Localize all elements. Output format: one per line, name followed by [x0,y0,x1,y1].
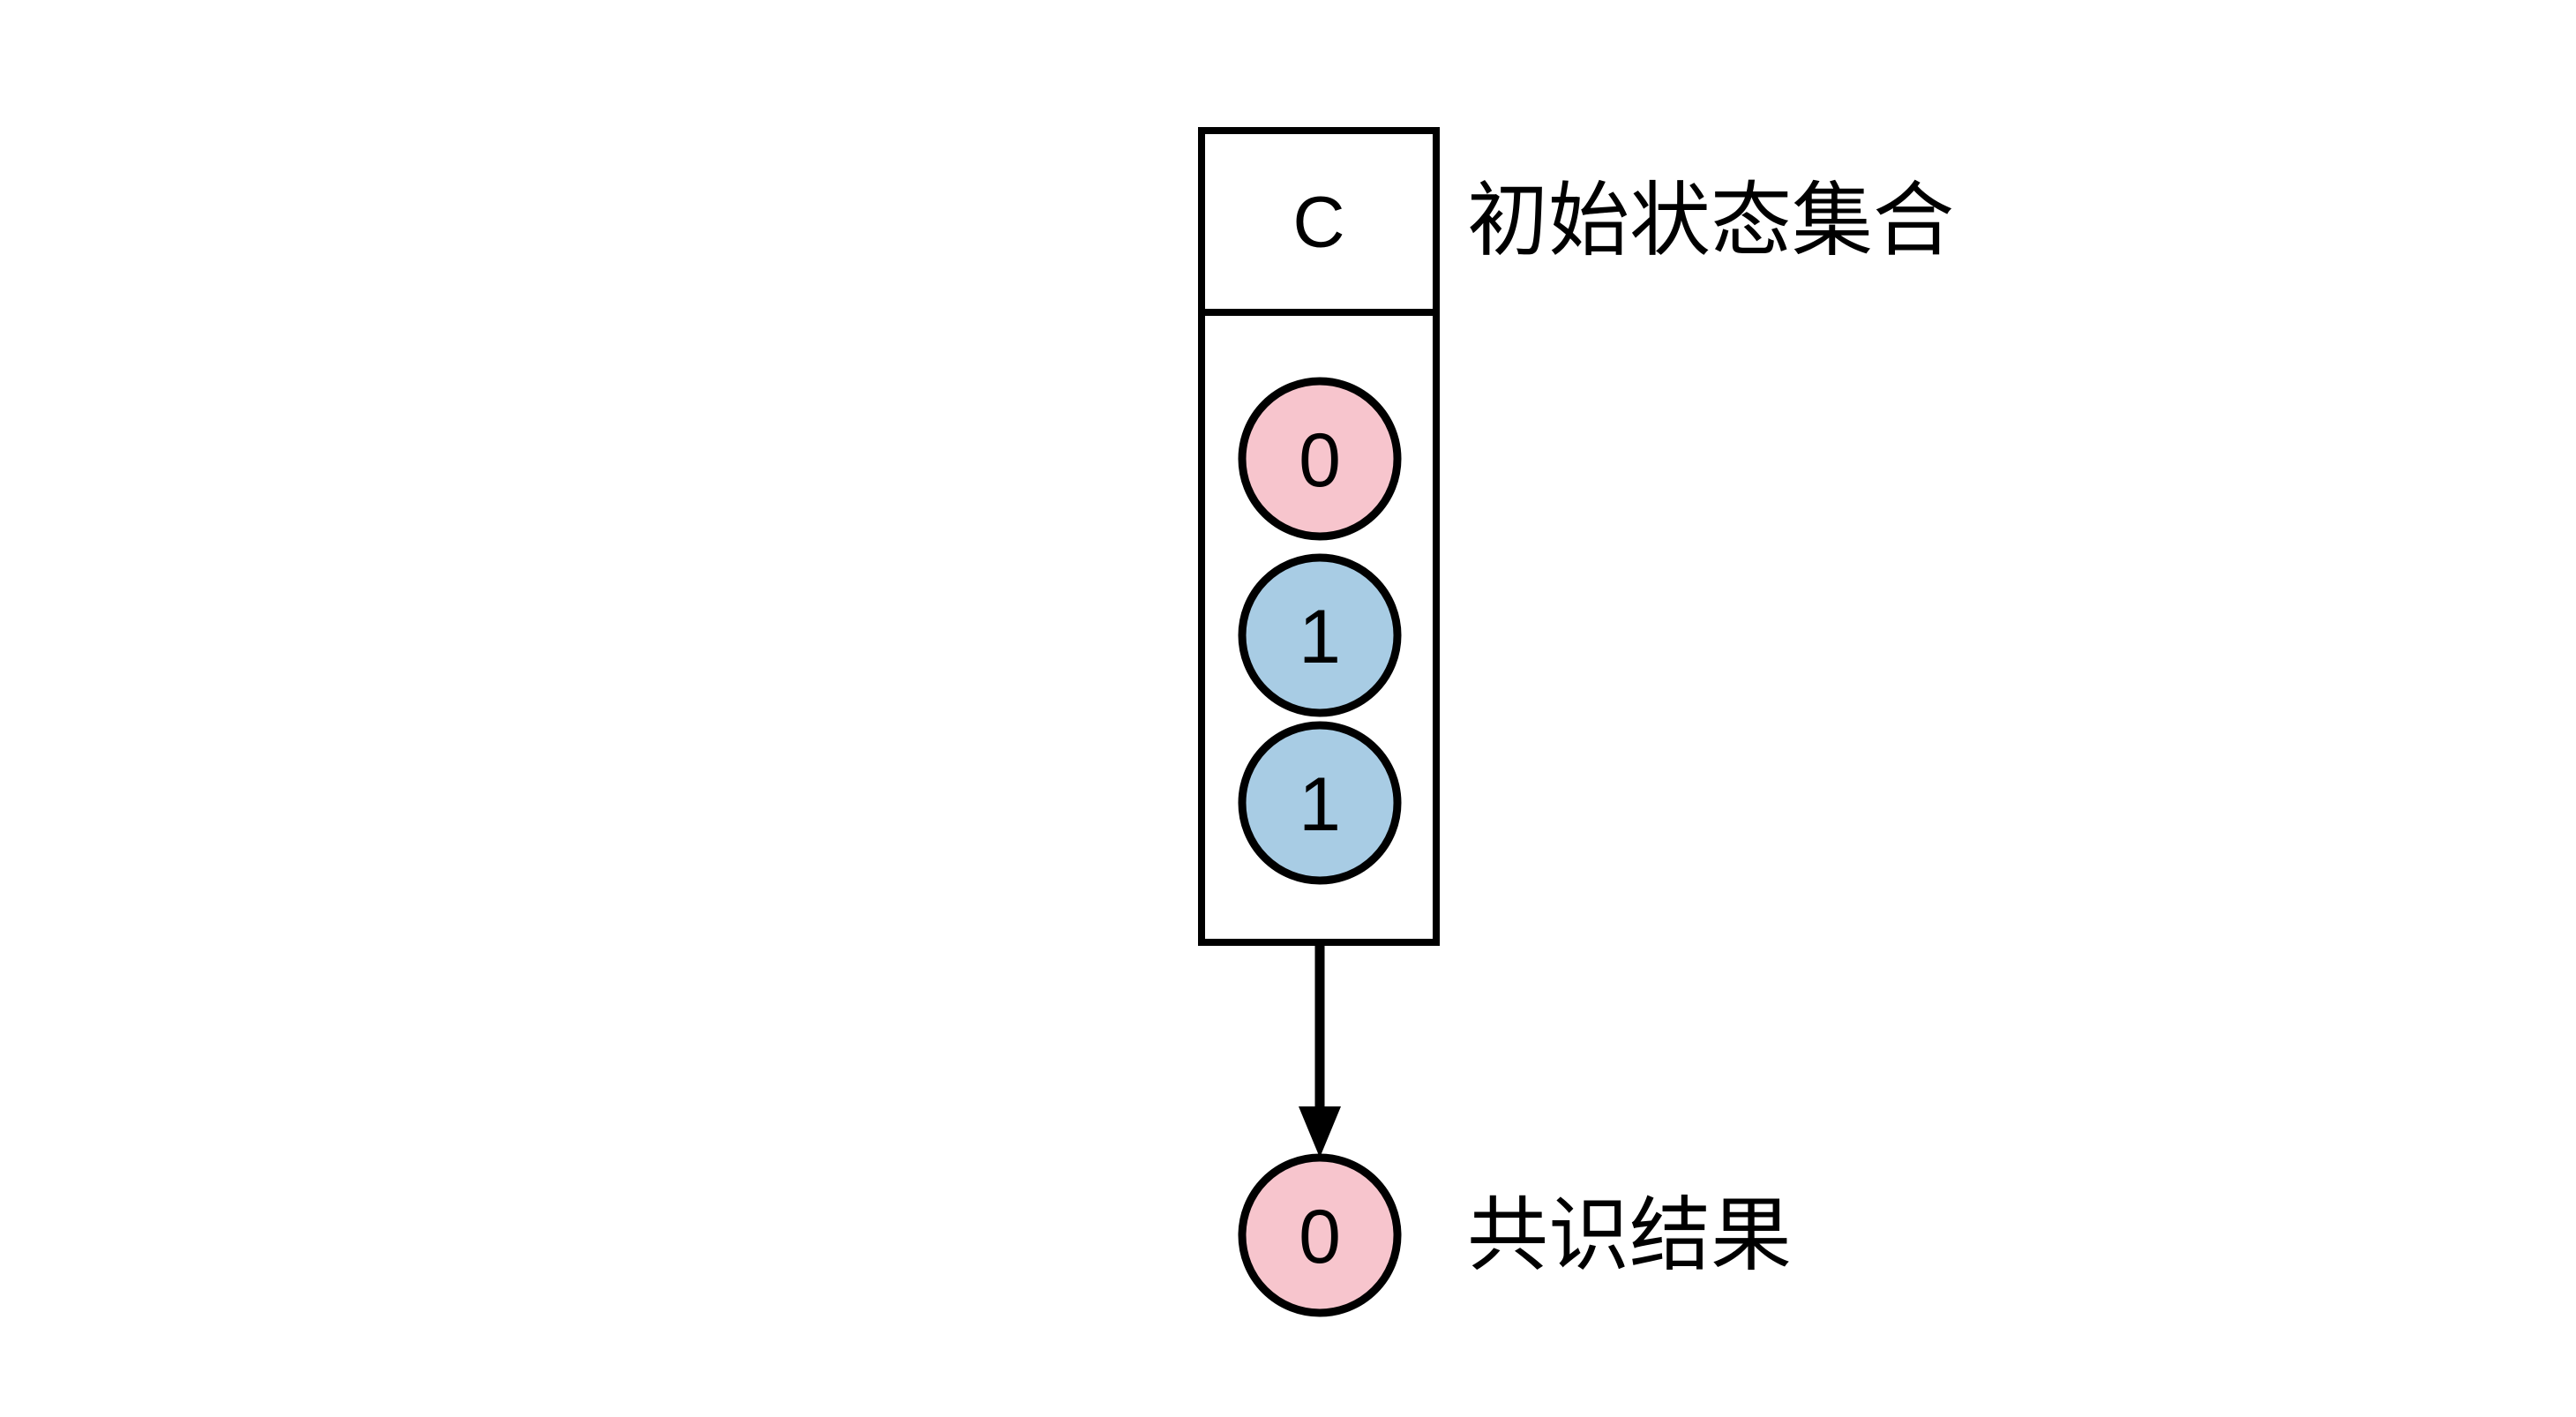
consensus-result-node [1238,1153,1402,1317]
container-header-label: C [1292,183,1344,263]
state-node-1 [1238,553,1402,717]
state-node-0 [1238,377,1402,541]
state-container-annotation: 初始状态集合 [1467,174,1954,268]
state-node-0-label: 0 [1299,418,1341,503]
state-node-2 [1238,721,1402,885]
consensus-result-annotation: 共识结果 [1467,1188,1792,1283]
consensus-result-label: 0 [1299,1195,1341,1279]
consensus-arrow-head [1299,1106,1341,1158]
state-node-2-label: 1 [1299,762,1341,847]
state-node-1-label: 1 [1299,595,1341,679]
